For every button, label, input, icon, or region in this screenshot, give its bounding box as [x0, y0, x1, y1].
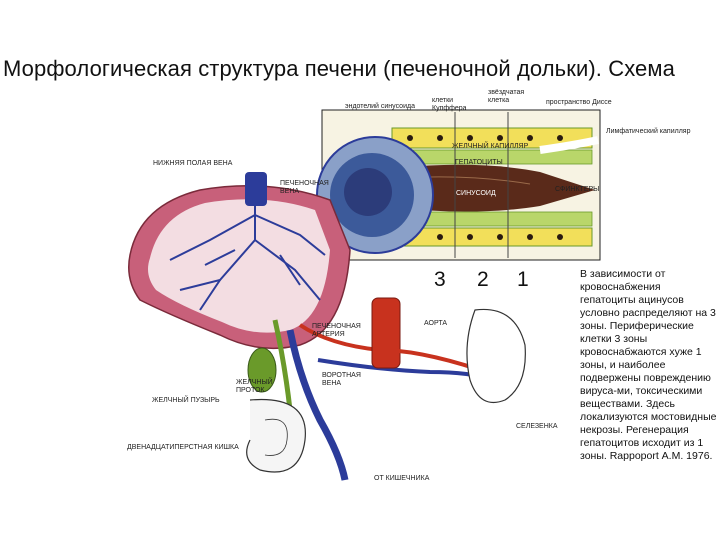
zone-2-number: 2 [477, 268, 489, 291]
hepatic-artery [298, 323, 381, 352]
lymphatic-capillary [539, 136, 599, 154]
zone-1-number: 1 [517, 268, 529, 291]
label-from-intestine: ОТ КИШЕЧНИКА [374, 475, 430, 482]
label-hepatic-artery: ПЕЧЕНОЧНАЯ АРТЕРИЯ [312, 323, 361, 338]
label-sinusoid: СИНУСОИД [456, 190, 496, 197]
explanatory-note: В зависимости от кровоснабжения гепатоци… [580, 268, 717, 462]
label-spleen: СЕЛЕЗЕНКА [516, 423, 558, 430]
label-duodenum: ДВЕНАДЦАТИПЕРСТНАЯ КИШКА [127, 444, 239, 451]
lobule-inset [321, 109, 601, 261]
label-bile-capillary: ЖЕЛЧНЫЙ КАПИЛЛЯР [452, 143, 529, 150]
label-hepatocytes: ГЕПАТОЦИТЫ [455, 159, 503, 166]
liver [128, 172, 351, 350]
portal-vein [286, 329, 349, 481]
label-aorta: АОРТА [424, 320, 448, 327]
duodenum [246, 398, 306, 473]
aorta [371, 297, 401, 369]
label-endothelium: эндотелий синусоида [345, 103, 415, 110]
label-lymph-capillary: Лимфатический капилляр [606, 128, 691, 135]
gallbladder [247, 347, 277, 393]
label-hepatic-vein: ПЕЧЕНОЧНАЯ ВЕНА [280, 180, 329, 195]
zone-3-number: 3 [434, 268, 446, 291]
label-disse: пространство Диссе [546, 99, 612, 106]
label-kupffer: клетки Купффера [432, 97, 467, 112]
hepatocyte-cells [391, 127, 593, 247]
inferior-vena-cava [245, 172, 267, 206]
label-gallbladder: ЖЕЛЧНЫЙ ПУЗЫРЬ [152, 397, 220, 404]
label-portal-vein: ВОРОТНАЯ ВЕНА [322, 372, 361, 387]
label-inferior-vena-cava: НИЖНЯЯ ПОЛАЯ ВЕНА [153, 160, 233, 167]
label-sphincters: СФИНКТЕРЫ [555, 186, 600, 193]
label-bile-duct: ЖЕЛЧНЫЙ ПРОТОК [236, 379, 273, 394]
label-stellate: звёздчатая клетка [488, 89, 525, 104]
spleen [466, 308, 526, 404]
diagram-title: Морфологическая структура печени (печено… [3, 56, 675, 81]
